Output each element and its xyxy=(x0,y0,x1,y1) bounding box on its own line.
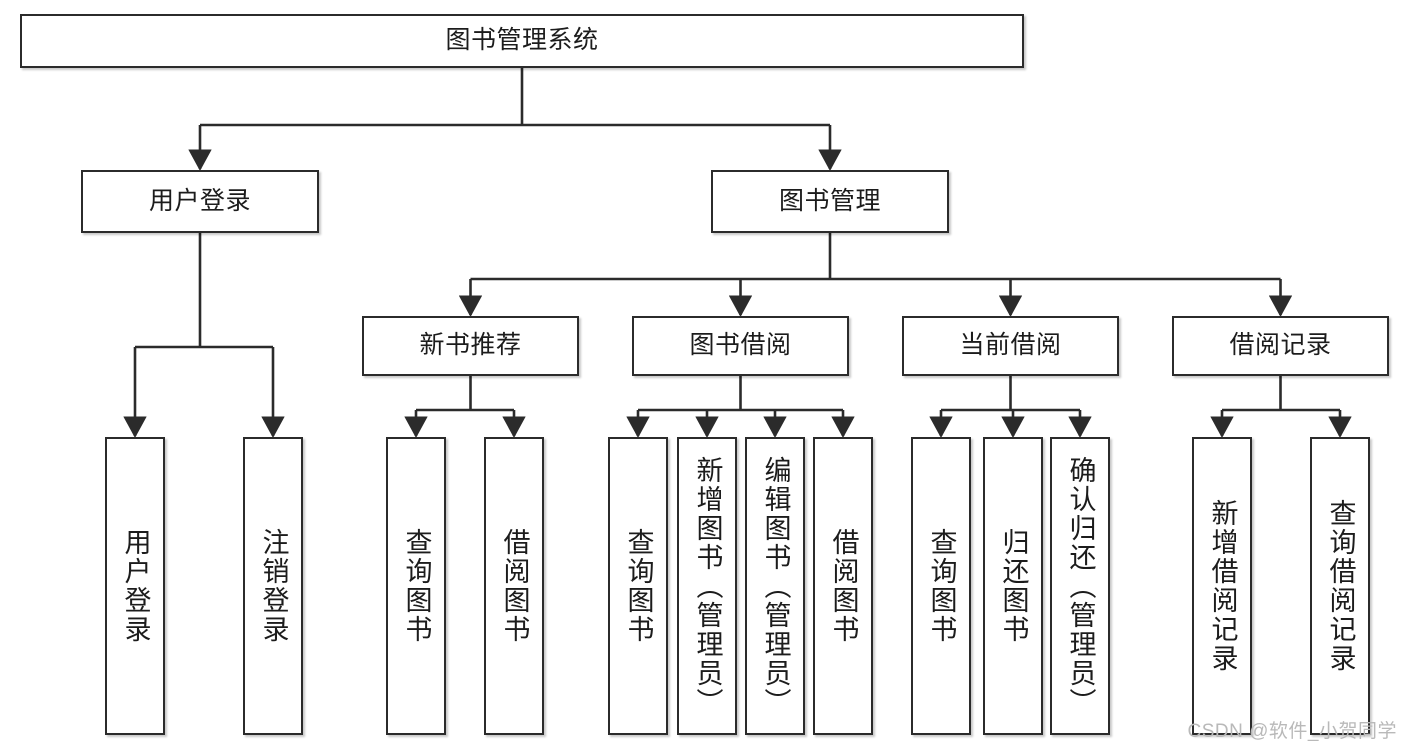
node-leaf-query-book-2[interactable]: 查询图书 xyxy=(608,437,668,735)
node-label-book-borrow: 图书借阅 xyxy=(689,331,792,360)
node-label-new-book-rec: 新书推荐 xyxy=(419,331,522,360)
node-label-leaf-logout: 注销登录 xyxy=(258,528,289,644)
node-label-leaf-query-book-1: 查询图书 xyxy=(401,528,432,644)
node-book-manage[interactable]: 图书管理 xyxy=(711,170,949,233)
node-label-leaf-query-record: 查询借阅记录 xyxy=(1325,499,1356,673)
node-leaf-query-book-3[interactable]: 查询图书 xyxy=(911,437,971,735)
node-label-leaf-add-record: 新增借阅记录 xyxy=(1207,499,1238,673)
node-label-leaf-return-book: 归还图书 xyxy=(998,528,1029,644)
node-leaf-return-book[interactable]: 归还图书 xyxy=(983,437,1043,735)
node-label-leaf-query-book-3: 查询图书 xyxy=(926,528,957,644)
node-user-login[interactable]: 用户登录 xyxy=(81,170,319,233)
node-leaf-confirm-return[interactable]: 确认归还（管理员） xyxy=(1050,437,1110,735)
node-leaf-query-book-1[interactable]: 查询图书 xyxy=(386,437,446,735)
node-label-leaf-query-book-2: 查询图书 xyxy=(623,528,654,644)
node-label-leaf-borrow-book-2: 借阅图书 xyxy=(828,528,859,644)
node-label-borrow-record: 借阅记录 xyxy=(1229,331,1332,360)
node-label-user-login: 用户登录 xyxy=(148,186,251,215)
node-leaf-edit-book[interactable]: 编辑图书（管理员） xyxy=(745,437,805,735)
node-label-root: 图书管理系统 xyxy=(445,26,599,55)
node-label-current-borrow: 当前借阅 xyxy=(959,331,1062,360)
node-leaf-logout[interactable]: 注销登录 xyxy=(243,437,303,735)
node-leaf-borrow-book-1[interactable]: 借阅图书 xyxy=(484,437,544,735)
node-label-leaf-edit-book: 编辑图书（管理员） xyxy=(760,455,791,717)
csdn-watermark: CSDN @软件_小贺同学 xyxy=(1187,721,1397,742)
node-leaf-add-record[interactable]: 新增借阅记录 xyxy=(1192,437,1252,735)
node-new-book-rec[interactable]: 新书推荐 xyxy=(362,316,579,376)
node-label-book-manage: 图书管理 xyxy=(778,186,881,215)
node-borrow-record[interactable]: 借阅记录 xyxy=(1172,316,1389,376)
node-book-borrow[interactable]: 图书借阅 xyxy=(632,316,849,376)
node-label-leaf-borrow-book-1: 借阅图书 xyxy=(499,528,530,644)
node-current-borrow[interactable]: 当前借阅 xyxy=(902,316,1119,376)
node-leaf-borrow-book-2[interactable]: 借阅图书 xyxy=(813,437,873,735)
node-leaf-query-record[interactable]: 查询借阅记录 xyxy=(1310,437,1370,735)
node-label-leaf-add-book: 新增图书（管理员） xyxy=(692,455,723,717)
node-label-leaf-confirm-return: 确认归还（管理员） xyxy=(1065,455,1096,717)
node-leaf-user-login[interactable]: 用户登录 xyxy=(105,437,165,735)
node-root[interactable]: 图书管理系统 xyxy=(20,14,1024,68)
node-leaf-add-book[interactable]: 新增图书（管理员） xyxy=(677,437,737,735)
node-label-leaf-user-login: 用户登录 xyxy=(120,528,151,644)
